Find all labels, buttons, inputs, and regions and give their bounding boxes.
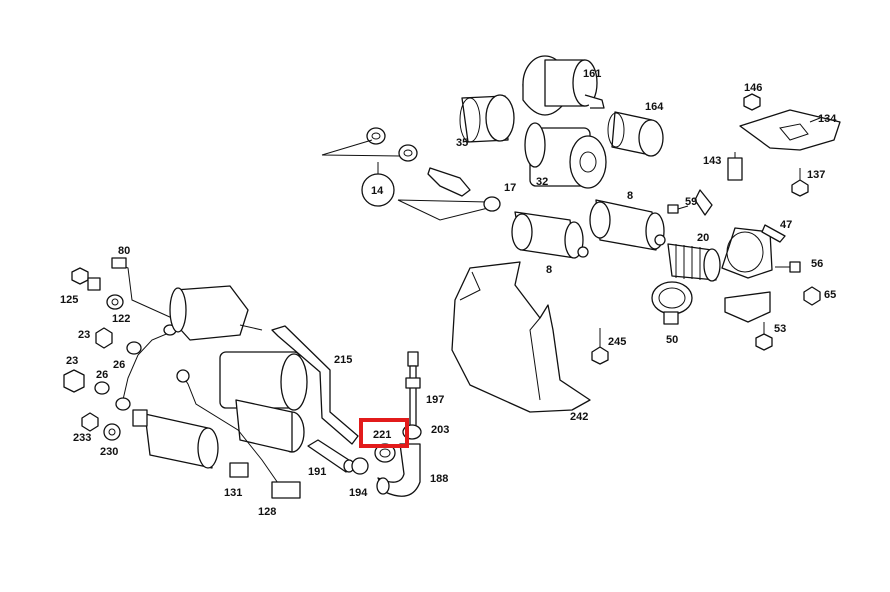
part-fuel-pump-small[interactable] — [132, 409, 219, 469]
highlight-box — [359, 418, 409, 448]
label-203: 203 — [431, 424, 449, 436]
label-20: 20 — [697, 232, 709, 244]
label-23-b: 23 — [66, 355, 78, 367]
part-164-rubber-sleeve[interactable] — [607, 111, 664, 157]
label-146: 146 — [744, 82, 762, 94]
label-59: 59 — [685, 196, 697, 208]
label-122: 122 — [112, 313, 130, 325]
part-215-fuel-hose[interactable] — [271, 325, 359, 445]
part-233-nut[interactable] — [81, 412, 99, 432]
part-191-hose-piece[interactable] — [307, 439, 355, 473]
label-35: 35 — [456, 137, 468, 149]
label-47: 47 — [780, 219, 792, 231]
label-131: 131 — [224, 487, 242, 499]
label-23-a: 23 — [78, 329, 90, 341]
label-65: 65 — [824, 289, 836, 301]
part-26-washer-b[interactable] — [94, 381, 110, 395]
part-8-fuel-pump-right[interactable] — [589, 199, 666, 251]
part-23-nut-b[interactable] — [63, 369, 85, 393]
label-230: 230 — [100, 446, 118, 458]
part-fuel-pump-lower[interactable] — [219, 351, 308, 453]
part-20-rubber-bellows[interactable] — [667, 243, 721, 282]
label-197: 197 — [426, 394, 444, 406]
part-146-nut[interactable] — [743, 93, 761, 111]
part-65-nut[interactable] — [803, 286, 821, 306]
part-53-bolt[interactable] — [755, 322, 773, 351]
label-8-b: 8 — [546, 264, 552, 276]
label-80: 80 — [118, 245, 130, 257]
part-8-fuel-pump-left[interactable] — [511, 211, 589, 259]
part-161-fuel-accumulator[interactable] — [522, 55, 605, 116]
label-128: 128 — [258, 506, 276, 518]
part-125-banjo-fitting[interactable] — [71, 267, 101, 291]
part-accumulator-lower[interactable] — [169, 285, 263, 341]
part-14-banjo-bolt-set[interactable] — [321, 127, 501, 221]
label-137: 137 — [807, 169, 825, 181]
label-32: 32 — [536, 176, 548, 188]
label-26-a: 26 — [113, 359, 125, 371]
label-143: 143 — [703, 155, 721, 167]
label-50: 50 — [666, 334, 678, 346]
part-188-bent-hose[interactable] — [376, 443, 421, 497]
label-245: 245 — [608, 336, 626, 348]
part-134-holder-plate[interactable] — [739, 109, 841, 151]
label-134: 134 — [818, 113, 837, 125]
part-131-clip[interactable] — [229, 462, 249, 478]
part-50-clamp[interactable] — [651, 281, 693, 325]
label-56: 56 — [811, 258, 823, 270]
label-8-a: 8 — [627, 190, 633, 202]
part-35-rubber-sleeve[interactable] — [459, 94, 515, 143]
label-233: 233 — [73, 432, 91, 444]
label-242: 242 — [570, 411, 588, 423]
part-242-shield[interactable] — [451, 261, 591, 413]
part-194-hose-clamp[interactable] — [351, 457, 369, 475]
label-14: 14 — [371, 185, 384, 197]
part-143-rubber-mount[interactable] — [727, 152, 743, 181]
label-194: 194 — [349, 487, 368, 499]
part-26-washer-a[interactable] — [126, 341, 142, 355]
label-188: 188 — [430, 473, 448, 485]
label-17: 17 — [504, 182, 516, 194]
label-53: 53 — [774, 323, 786, 335]
part-32-fuel-filter[interactable] — [524, 122, 607, 189]
label-125: 125 — [60, 294, 78, 306]
part-47-mounting-bracket[interactable] — [694, 189, 786, 323]
part-80-fuel-line[interactable] — [111, 257, 177, 411]
label-215: 215 — [334, 354, 352, 366]
part-245-screw[interactable] — [591, 328, 609, 365]
part-128-fuel-line[interactable] — [176, 369, 301, 499]
part-122-washer[interactable] — [106, 294, 124, 310]
part-56-bolt[interactable] — [775, 261, 801, 273]
part-137-screw[interactable] — [791, 168, 809, 197]
part-labels: 161 164 35 32 14 17 8 8 59 20 143 146 13… — [60, 68, 837, 518]
label-191: 191 — [308, 466, 326, 478]
label-161: 161 — [583, 68, 601, 80]
part-59-bolt[interactable] — [667, 204, 689, 214]
part-230-lock-washer[interactable] — [103, 423, 121, 441]
label-164: 164 — [645, 101, 664, 113]
label-221: 221 — [373, 429, 391, 441]
part-23-nut-a[interactable] — [95, 327, 113, 349]
label-26-b: 26 — [96, 369, 108, 381]
